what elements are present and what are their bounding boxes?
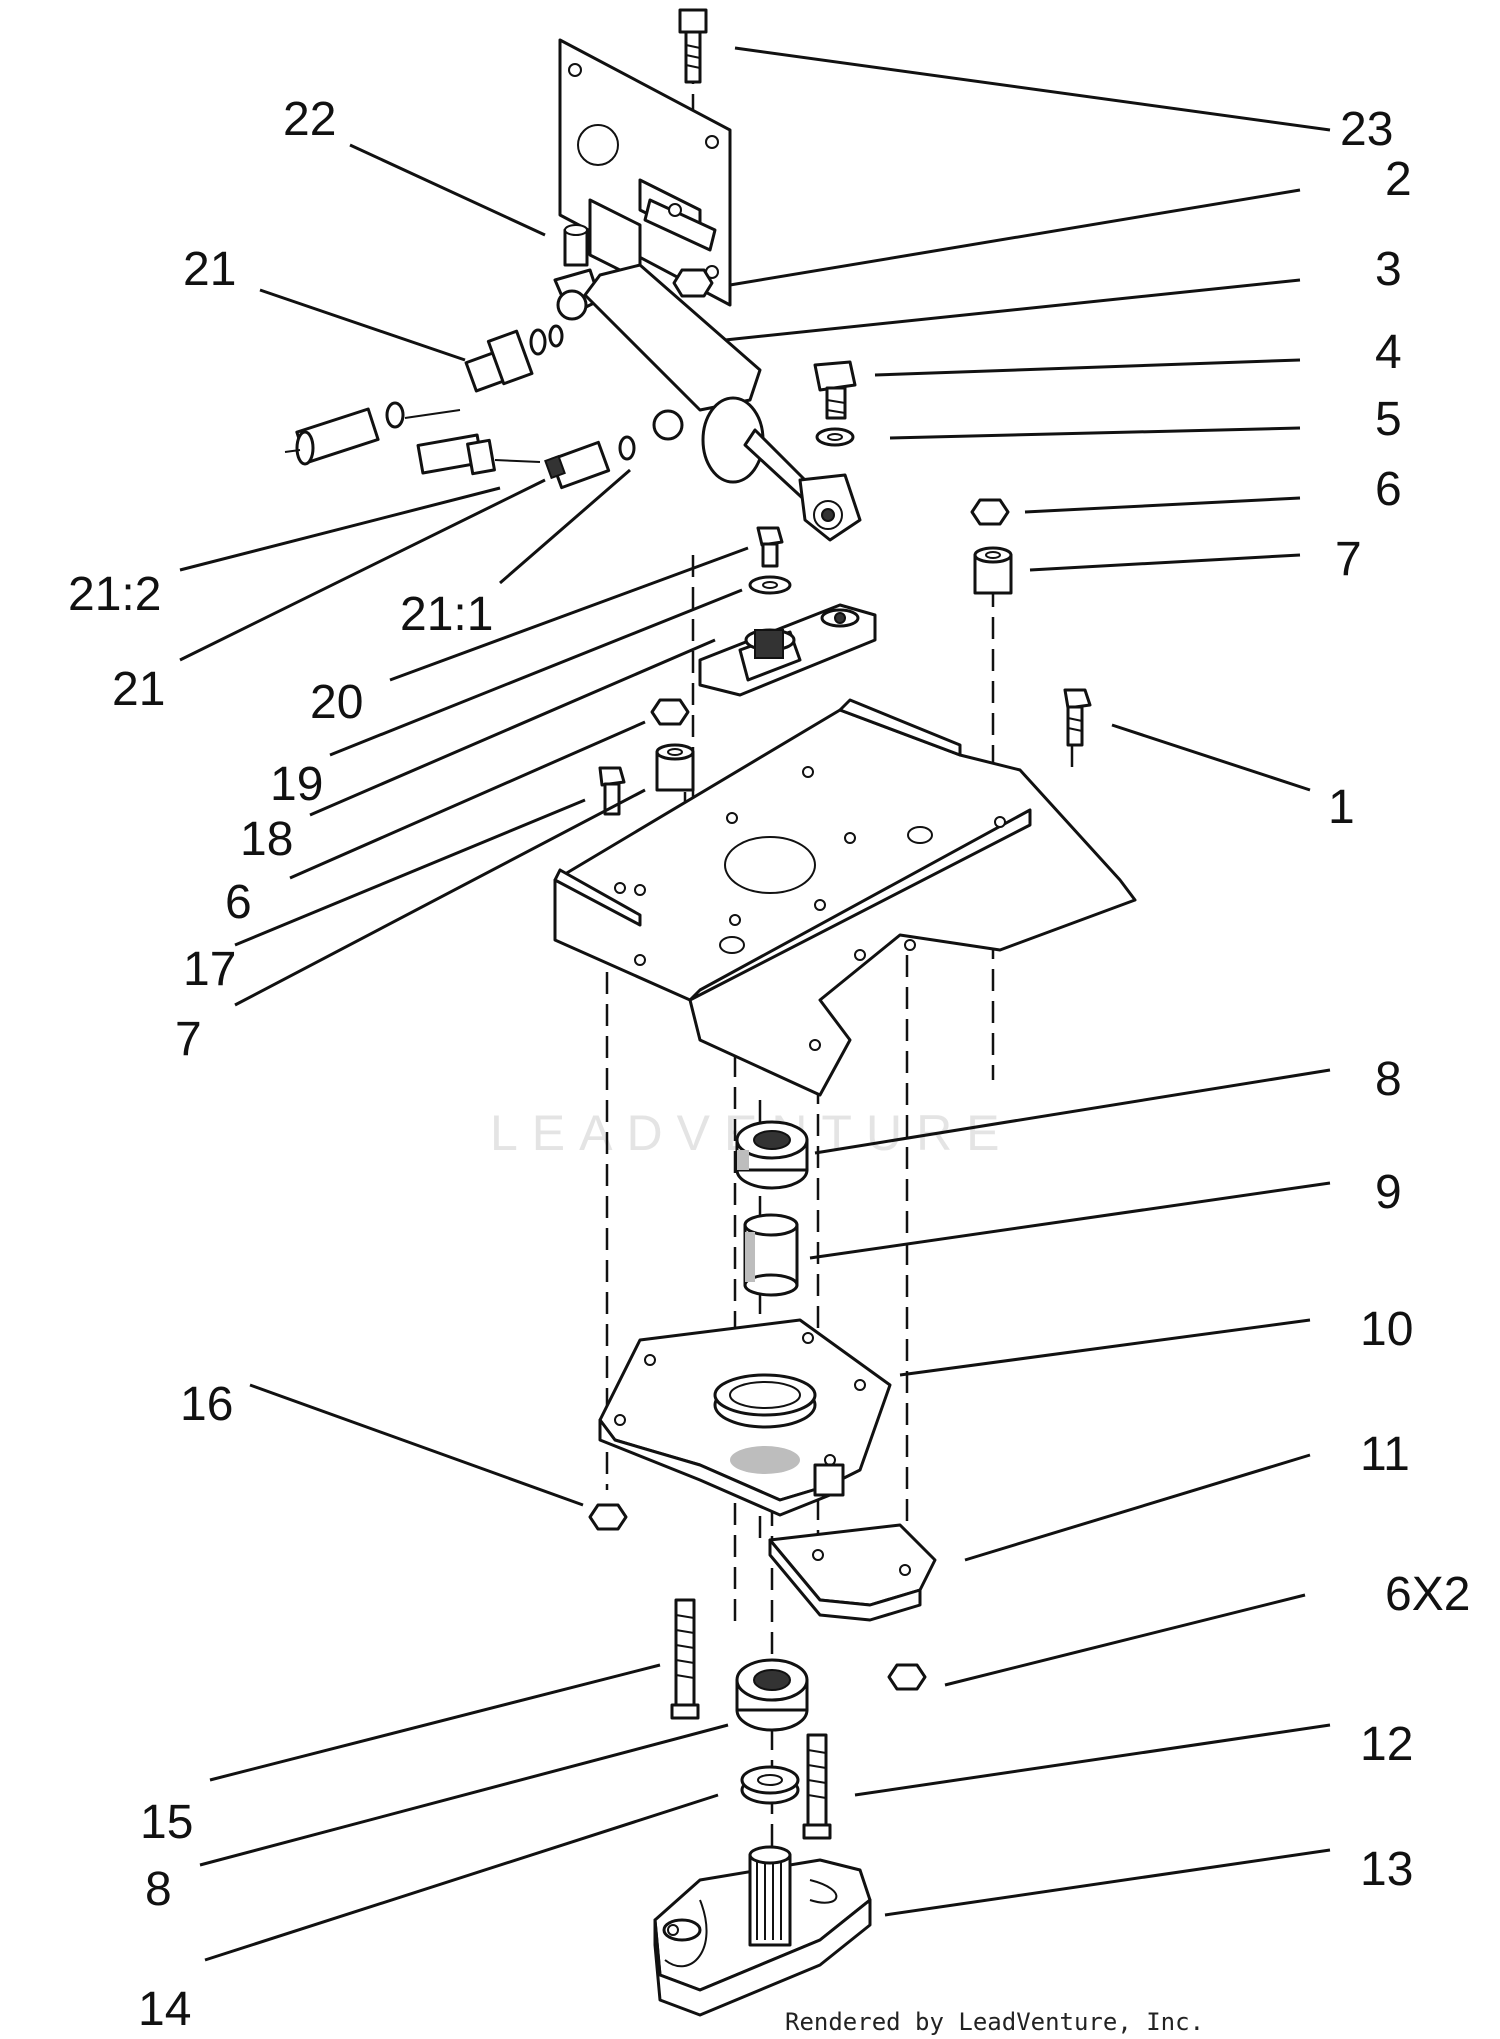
callout-2: 2 (1385, 153, 1412, 206)
leader-14 (204, 1793, 719, 1962)
leader-12 (854, 1723, 1331, 1797)
callout-8b: 8 (145, 1863, 172, 1916)
credit-text: Rendered by LeadVenture, Inc. (785, 2008, 1204, 2036)
leader-4 (874, 358, 1301, 377)
callout-7a: 7 (1335, 533, 1362, 586)
leader-11 (964, 1453, 1311, 1562)
leader-5 (889, 426, 1301, 440)
leader-15 (209, 1663, 661, 1782)
leader-21-2 (179, 486, 501, 572)
part-8-bearing-upper (735, 1120, 809, 1190)
leader-8a (814, 1068, 1331, 1155)
callout-12: 12 (1360, 1718, 1413, 1771)
callout-labels: 23 2 22 3 21 4 5 6 7 21:2 21:1 21 20 1 1… (68, 93, 1470, 2036)
leader-20 (389, 546, 749, 682)
part-1-bolt (1063, 688, 1092, 747)
callout-14: 14 (138, 1983, 191, 2036)
leader-13 (884, 1848, 1331, 1917)
leader-6a (1024, 496, 1301, 514)
part-2-nut (672, 268, 714, 298)
callout-23: 23 (1340, 103, 1393, 156)
leader-7b (234, 788, 646, 1007)
part-mounting-plate (558, 38, 732, 307)
callout-22: 22 (283, 93, 336, 146)
leader-lines (179, 46, 1331, 1962)
callout-8a: 8 (1375, 1053, 1402, 1106)
callout-18: 18 (240, 813, 293, 866)
part-21-1-fitting (494, 435, 636, 490)
part-6-nut-left (650, 698, 690, 726)
part-13-caster-fork (653, 1845, 872, 2017)
callout-6a: 6 (1375, 463, 1402, 516)
part-7-spacer-right (973, 546, 1013, 595)
leader-6b (289, 720, 646, 880)
part-7-spacer-left (655, 743, 695, 792)
part-5-washer (815, 427, 855, 447)
callout-4: 4 (1375, 326, 1402, 379)
callout-3: 3 (1375, 243, 1402, 296)
part-15-bolt (670, 1598, 700, 1720)
leader-21b (179, 478, 546, 662)
callout-20: 20 (310, 676, 363, 729)
callout-19: 19 (270, 758, 323, 811)
callout-5: 5 (1375, 393, 1402, 446)
part-10-bottom-plate (598, 1318, 892, 1517)
part-deck-plate (553, 698, 1137, 1097)
callout-21-2: 21:2 (68, 568, 161, 621)
part-8-bearing-lower (735, 1658, 809, 1732)
part-3-cylinder (553, 263, 862, 542)
leader-1 (1111, 723, 1311, 792)
part-9-bushing (743, 1213, 799, 1297)
callout-21-1: 21:1 (400, 588, 493, 641)
leader-8b (199, 1723, 729, 1867)
callout-6x2: 6X2 (1385, 1568, 1470, 1621)
leader-10 (899, 1318, 1311, 1377)
callout-16: 16 (180, 1378, 233, 1431)
part-4-bolt (813, 360, 857, 420)
callout-21b: 21 (112, 663, 165, 716)
part-14-seal (740, 1765, 800, 1805)
callout-13: 13 (1360, 1843, 1413, 1896)
part-20-bolt (756, 526, 784, 568)
part-21-fitting-upper (385, 324, 564, 429)
leader-21a (259, 288, 466, 362)
part-6x2-nut (887, 1663, 927, 1691)
leader-16 (249, 1383, 584, 1507)
callout-1: 1 (1328, 781, 1355, 834)
leader-22 (349, 143, 546, 237)
leader-7a (1029, 553, 1301, 572)
leader-18 (309, 638, 716, 817)
callout-6b: 6 (225, 876, 252, 929)
leader-17 (234, 798, 586, 947)
leader-19 (329, 588, 743, 757)
part-12-bolt (802, 1733, 832, 1840)
part-17-bolt (598, 766, 626, 816)
leader-23 (734, 46, 1331, 132)
leader-3 (724, 278, 1301, 342)
callout-9: 9 (1375, 1166, 1402, 1219)
leader-21-1 (499, 468, 631, 585)
part-23-bolt (678, 8, 708, 84)
callout-7b: 7 (175, 1013, 202, 1066)
part-16-nut (588, 1503, 628, 1531)
leader-9 (809, 1181, 1331, 1260)
callout-21a: 21 (183, 243, 236, 296)
callout-11: 11 (1360, 1428, 1410, 1481)
part-21-2-coupling (284, 407, 496, 476)
part-22-spacer (563, 224, 589, 267)
leader-2 (729, 188, 1301, 287)
part-19-washer (748, 575, 792, 595)
part-6-nut-right (970, 498, 1010, 526)
callout-15: 15 (140, 1796, 193, 1849)
leader-6x2 (944, 1593, 1306, 1687)
callout-10: 10 (1360, 1303, 1413, 1356)
part-11-bracket-plate (768, 1523, 937, 1622)
part-18-steering-arm (698, 603, 877, 697)
callout-17: 17 (183, 943, 236, 996)
